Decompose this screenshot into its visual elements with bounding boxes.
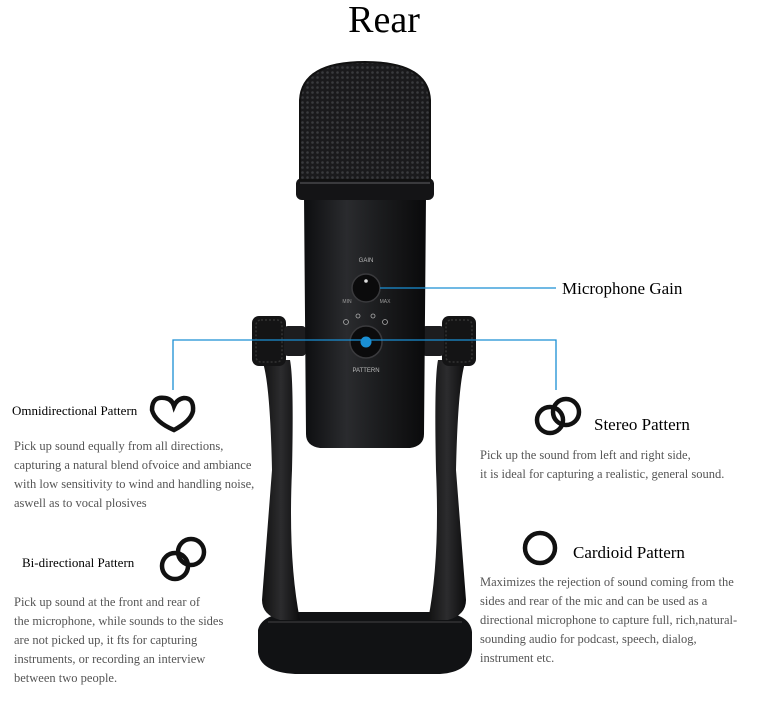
stereo-pattern-description: Pick up the sound from left and right si…	[480, 446, 765, 484]
microphone-gain-label: Microphone Gain	[562, 279, 683, 298]
omni-line-3: with low sensitivity to wind and handlin…	[14, 477, 255, 491]
omni-line-2: capturing a natural blend ofvoice and am…	[14, 458, 252, 472]
gain-min-label: MIN	[342, 299, 352, 305]
cardioid-line-2: sides and rear of the mic and can be use…	[480, 594, 708, 608]
stereo-pattern-heading: Stereo Pattern	[594, 415, 690, 434]
bidirectional-pattern-heading: Bi-directional Pattern	[22, 555, 135, 570]
cardioid-line-4: sounding audio for podcast, speech, dial…	[480, 632, 697, 646]
mic-grille	[300, 62, 430, 180]
page-title: Rear	[348, 0, 420, 41]
stand-arm-left	[262, 360, 300, 620]
bi-line-2: the microphone, while sounds to the side…	[14, 614, 224, 628]
bi-line-3: are not picked up, it fts for capturing	[14, 633, 198, 647]
omni-line-4: aswell as to vocal plosives	[14, 496, 147, 510]
bi-line-5: between two people.	[14, 671, 118, 685]
stereo-pattern-icon	[550, 396, 582, 428]
cardioid-pattern-heading: Cardioid Pattern	[573, 543, 685, 562]
stand-base	[258, 612, 472, 674]
stereo-line-1: Pick up the sound from left and right si…	[480, 448, 691, 462]
bi-line-1: Pick up sound at the front and rear of	[14, 595, 201, 609]
gain-label: GAIN	[359, 258, 374, 264]
bidirectional-pattern-icon	[175, 536, 207, 568]
mic-body	[304, 196, 426, 448]
cardioid-line-1: Maximizes the rejection of sound coming …	[480, 575, 734, 589]
bidirectional-pattern-description: Pick up sound at the front and rear of t…	[14, 593, 274, 688]
cardioid-pattern-description: Maximizes the rejection of sound coming …	[480, 573, 765, 668]
cardioid-line-3: directional microphone to capture full, …	[480, 613, 738, 627]
omnidirectional-pattern-description: Pick up sound equally from all direction…	[14, 437, 304, 513]
cardioid-line-5: instrument etc.	[480, 651, 555, 665]
stand-arm-right	[428, 360, 466, 620]
omnidirectional-pattern-icon	[149, 395, 196, 433]
gain-knob[interactable]	[351, 273, 381, 303]
mic-collar	[296, 178, 434, 200]
omnidirectional-pattern-heading: Omnidirectional Pattern	[12, 403, 138, 418]
bi-line-4: instruments, or recording an interview	[14, 652, 206, 666]
omni-line-1: Pick up sound equally from all direction…	[14, 439, 224, 453]
gain-max-label: MAX	[380, 299, 392, 305]
cardioid-pattern-icon	[522, 530, 558, 566]
stand-knob-right	[442, 316, 476, 366]
stereo-line-2: it is ideal for capturing a realistic, g…	[480, 467, 725, 481]
pattern-label: PATTERN	[352, 368, 379, 374]
stand-knob-left	[252, 316, 286, 366]
